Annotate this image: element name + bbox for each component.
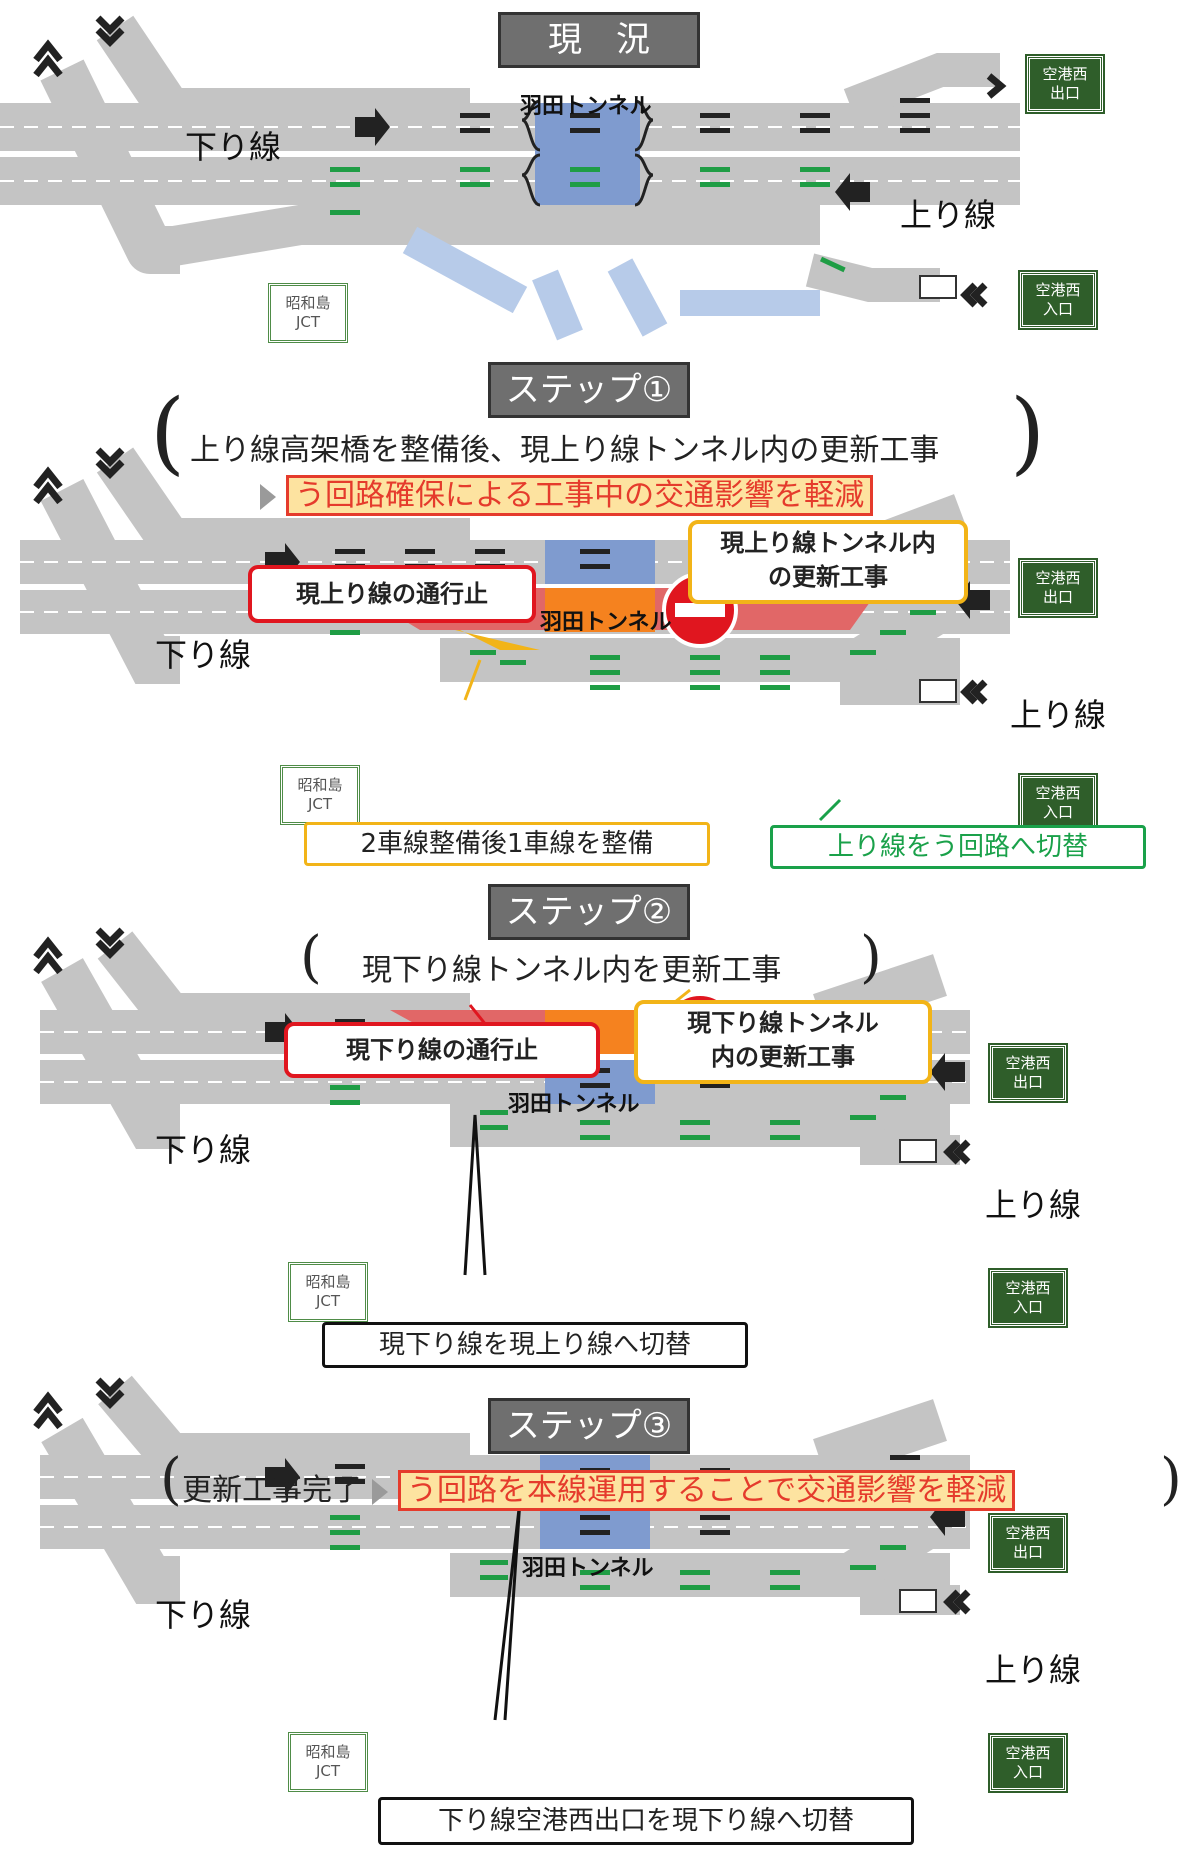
down-line-label-step3: 下り線 xyxy=(155,1596,252,1634)
tunnel-label-current: 羽田トンネル xyxy=(520,94,652,119)
step1-highlight: う回路確保による工事中の交通影響を軽減 xyxy=(286,475,874,516)
note-switch-step1: 上り線をう回路へ切替 xyxy=(770,825,1146,869)
entrance-sign-current: 空港西入口 xyxy=(1018,270,1098,330)
entrance-sign-step3: 空港西入口 xyxy=(988,1733,1068,1793)
exit-sign-step2: 空港西出口 xyxy=(988,1043,1068,1103)
entrance-sign-step2: 空港西入口 xyxy=(988,1268,1068,1328)
step2-desc-line1: 現下り線トンネル内を更新工事 xyxy=(362,953,782,988)
up-line-label-current: 上り線 xyxy=(900,196,997,234)
note-lanes-step1: 2車線整備後1車線を整備 xyxy=(304,822,710,866)
exit-sign-step1: 空港西出口 xyxy=(1018,558,1098,618)
step1-desc-line1: 上り線高架橋を整備後、現上り線トンネル内の更新工事 xyxy=(190,433,940,468)
up-line-label-step1: 上り線 xyxy=(1010,696,1107,734)
section-title-step1: ステップ① xyxy=(488,362,690,418)
down-line-label-current: 下り線 xyxy=(185,128,282,166)
step1-desc-line2: う回路確保による工事中の交通影響を軽減 xyxy=(250,470,874,516)
tunnel-label-step3: 羽田トンネル xyxy=(522,1556,654,1581)
step3-desc-a: 更新工事完了 xyxy=(182,1473,362,1508)
desc-bracket-left-step2: ( xyxy=(300,925,322,990)
triangle-icon xyxy=(372,1478,388,1505)
desc-bracket-left-step3: ( xyxy=(160,1447,182,1512)
desc-bracket-right-step3: ) xyxy=(1160,1447,1182,1512)
note-switch-step3: 下り線空港西出口を現下り線へ切替 xyxy=(378,1797,914,1845)
section-title-step3: ステップ③ xyxy=(488,1398,690,1454)
section-title-step2: ステップ② xyxy=(488,884,690,940)
step3-highlight: う回路を本線運用することで交通影響を軽減 xyxy=(398,1470,1016,1511)
desc-bracket-right-step2: ) xyxy=(860,925,882,990)
note-switch-step2: 現下り線を現上り線へ切替 xyxy=(322,1322,748,1368)
up-line-label-step2: 上り線 xyxy=(985,1186,1082,1224)
triangle-icon xyxy=(260,483,276,510)
callout-closure-step2: 現下り線の通行止 xyxy=(284,1022,600,1078)
step3-desc: 更新工事完了 う回路を本線運用することで交通影響を軽減 xyxy=(182,1465,1016,1511)
callout-work-step2: 現下り線トンネル内の更新工事 xyxy=(634,1000,932,1084)
tunnel-label-step1: 羽田トンネル xyxy=(540,610,672,635)
entrance-sign-step1: 空港西入口 xyxy=(1018,773,1098,833)
section-title-current: 現 況 xyxy=(498,12,700,68)
desc-bracket-right-step1: ) xyxy=(1010,380,1046,485)
down-line-label-step1: 下り線 xyxy=(155,636,252,674)
down-line-label-step2: 下り線 xyxy=(155,1131,252,1169)
diagram-current xyxy=(0,15,1020,341)
desc-bracket-left-step1: ( xyxy=(150,380,186,485)
exit-sign-current: 空港西出口 xyxy=(1025,54,1105,114)
callout-work-step1: 現上り線トンネル内の更新工事 xyxy=(688,520,968,604)
callout-closure-step1: 現上り線の通行止 xyxy=(248,565,536,623)
tunnel-label-step2: 羽田トンネル xyxy=(508,1092,640,1117)
up-line-label-step3: 上り線 xyxy=(985,1651,1082,1689)
exit-sign-step3: 空港西出口 xyxy=(988,1513,1068,1573)
